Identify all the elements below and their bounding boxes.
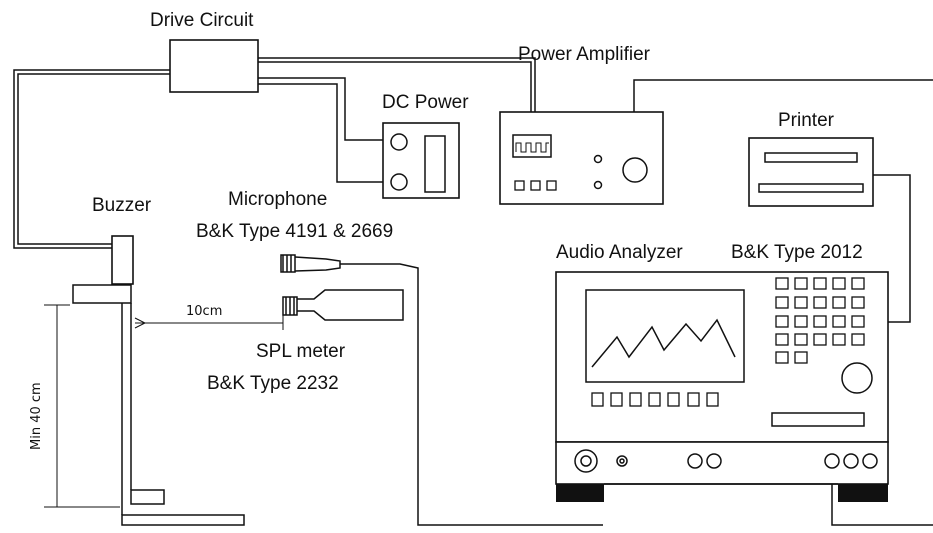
height-dimension: [44, 304, 120, 508]
microphone: [280, 254, 603, 526]
spl-meter-label: SPL meter: [256, 341, 346, 362]
stand-top-arm: [72, 284, 132, 304]
analyzer-slot: [771, 412, 865, 427]
square-wave-icon: [515, 142, 549, 153]
printer: [748, 137, 911, 323]
dc-knob-top: [390, 133, 408, 151]
analyzer-keypad: [775, 277, 865, 364]
audio-analyzer: [555, 271, 933, 526]
power-amplifier: [499, 79, 933, 205]
spl-model-label: B&K Type 2232: [207, 373, 339, 394]
audio-analyzer-label: Audio Analyzer: [556, 242, 683, 263]
spl-meter: [282, 289, 404, 321]
analyzer-dial: [841, 362, 873, 394]
drive-circuit-label: Drive Circuit: [150, 10, 254, 31]
power-amplifier-label: Power Amplifier: [518, 44, 651, 65]
dc-knob-bottom: [390, 173, 408, 191]
buzzer-stand: [72, 235, 245, 526]
distance-label: 10cm: [186, 304, 222, 319]
analyzer-model-label: B&K Type 2012: [731, 242, 863, 263]
printer-label: Printer: [778, 110, 835, 131]
distance-dimension: [134, 315, 284, 330]
dc-power-supply: [382, 122, 460, 199]
microphone-model-label: B&K Type 4191 & 2669: [196, 221, 393, 242]
analyzer-screen: [585, 289, 745, 383]
buzzer-label: Buzzer: [92, 195, 152, 216]
dc-power-label: DC Power: [382, 92, 469, 113]
drive-circuit-wiring: [13, 57, 536, 249]
amp-display: [512, 134, 552, 158]
dc-display: [424, 135, 446, 193]
height-label: Min 40 cm: [29, 382, 44, 450]
drive-circuit: [169, 39, 259, 93]
buzzer: [111, 235, 134, 285]
amp-volume-knob: [622, 157, 648, 183]
microphone-label: Microphone: [228, 189, 327, 210]
zigzag-trace-icon: [591, 318, 736, 368]
function-keys: [591, 392, 719, 407]
